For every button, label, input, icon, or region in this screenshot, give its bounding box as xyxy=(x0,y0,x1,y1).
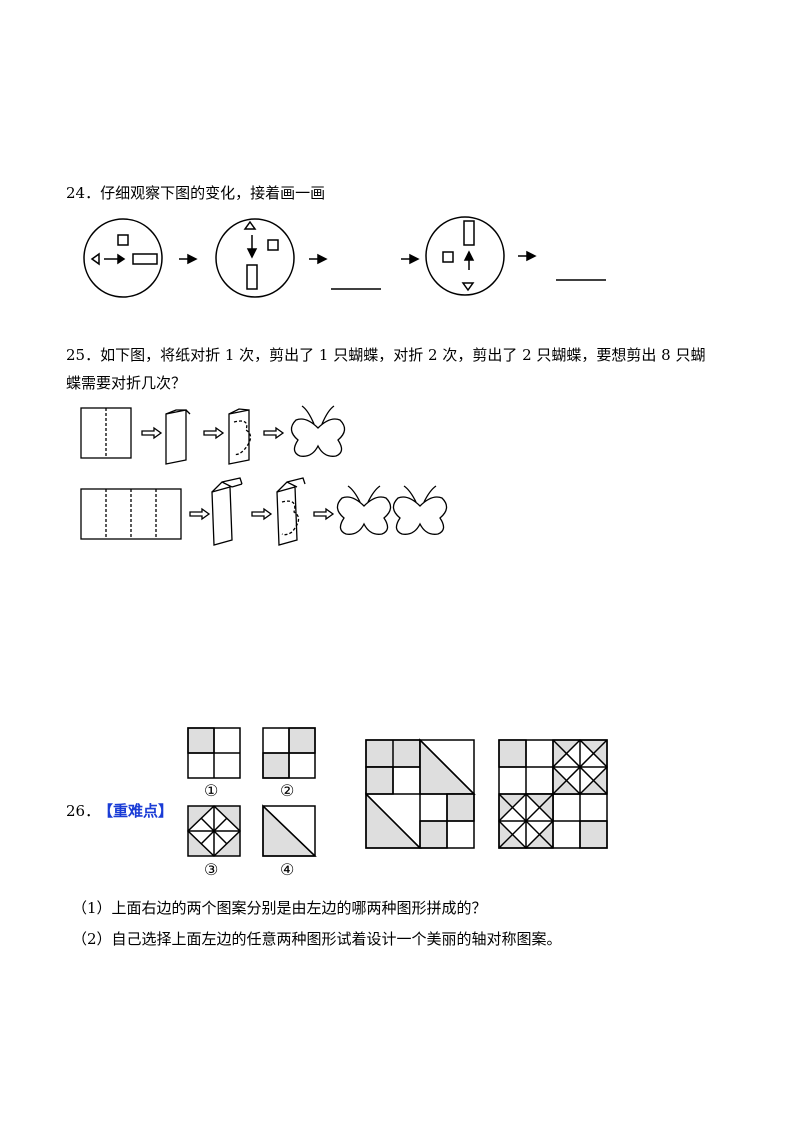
q25-butterfly-3 xyxy=(392,485,448,535)
q24-arrow-1 xyxy=(179,253,198,265)
q26-pattern-a xyxy=(365,738,476,849)
q25-line-1: 25．如下图，将纸对折 1 次，剪出了 1 只蝴蝶，对折 2 次，剪出了 2 只… xyxy=(66,346,706,364)
q25-hollow-arrow xyxy=(251,507,273,521)
q25-paper-unfolded-2 xyxy=(80,488,182,540)
q26-number: 26． xyxy=(66,802,101,820)
q25-paper-cut-2 xyxy=(276,477,306,546)
q24-arrow-3 xyxy=(401,253,420,265)
q25-line-2: 蝶需要对折几次？ xyxy=(66,374,187,392)
q26-tile-3 xyxy=(186,804,242,858)
q25-paper-folded-2 xyxy=(211,477,243,546)
q24-circle-3 xyxy=(425,216,505,296)
q26-label-1: ① xyxy=(204,781,219,800)
q25-hollow-arrow xyxy=(141,426,163,440)
q26-tag: 【重难点】 xyxy=(98,802,174,820)
q25-paper-folded-1 xyxy=(165,409,191,465)
q26-tile-1 xyxy=(187,727,241,779)
q24-arrow-2 xyxy=(309,253,328,265)
q25-paper-cut-1 xyxy=(228,408,252,465)
q26-label-4: ④ xyxy=(280,860,295,879)
q26-label-3: ③ xyxy=(204,860,219,879)
q25-butterfly-2 xyxy=(336,485,392,535)
q25-hollow-arrow xyxy=(313,507,335,521)
q26-tile-4 xyxy=(262,804,317,857)
q25-hollow-arrow xyxy=(263,426,285,440)
q24-text: 24．仔细观察下图的变化，接着画一画 xyxy=(66,184,326,202)
q24-circle-2 xyxy=(215,218,295,298)
q26-sub-question-1: （1）上面右边的两个图案分别是由左边的哪两种图形拼成的？ xyxy=(72,899,487,917)
q26-tile-2 xyxy=(262,727,316,779)
q25-paper-unfolded-1 xyxy=(80,407,132,459)
q25-hollow-arrow xyxy=(189,507,211,521)
q26-label-2: ② xyxy=(280,781,295,800)
q25-hollow-arrow xyxy=(203,426,225,440)
q26-pattern-b xyxy=(497,738,609,850)
q25-butterfly-1 xyxy=(290,405,346,457)
q26-sub-question-2: （2）自己选择上面左边的任意两种图形试着设计一个美丽的轴对称图案。 xyxy=(72,930,562,948)
q24-circle-1 xyxy=(83,218,163,298)
q24-arrow-4 xyxy=(518,250,537,262)
